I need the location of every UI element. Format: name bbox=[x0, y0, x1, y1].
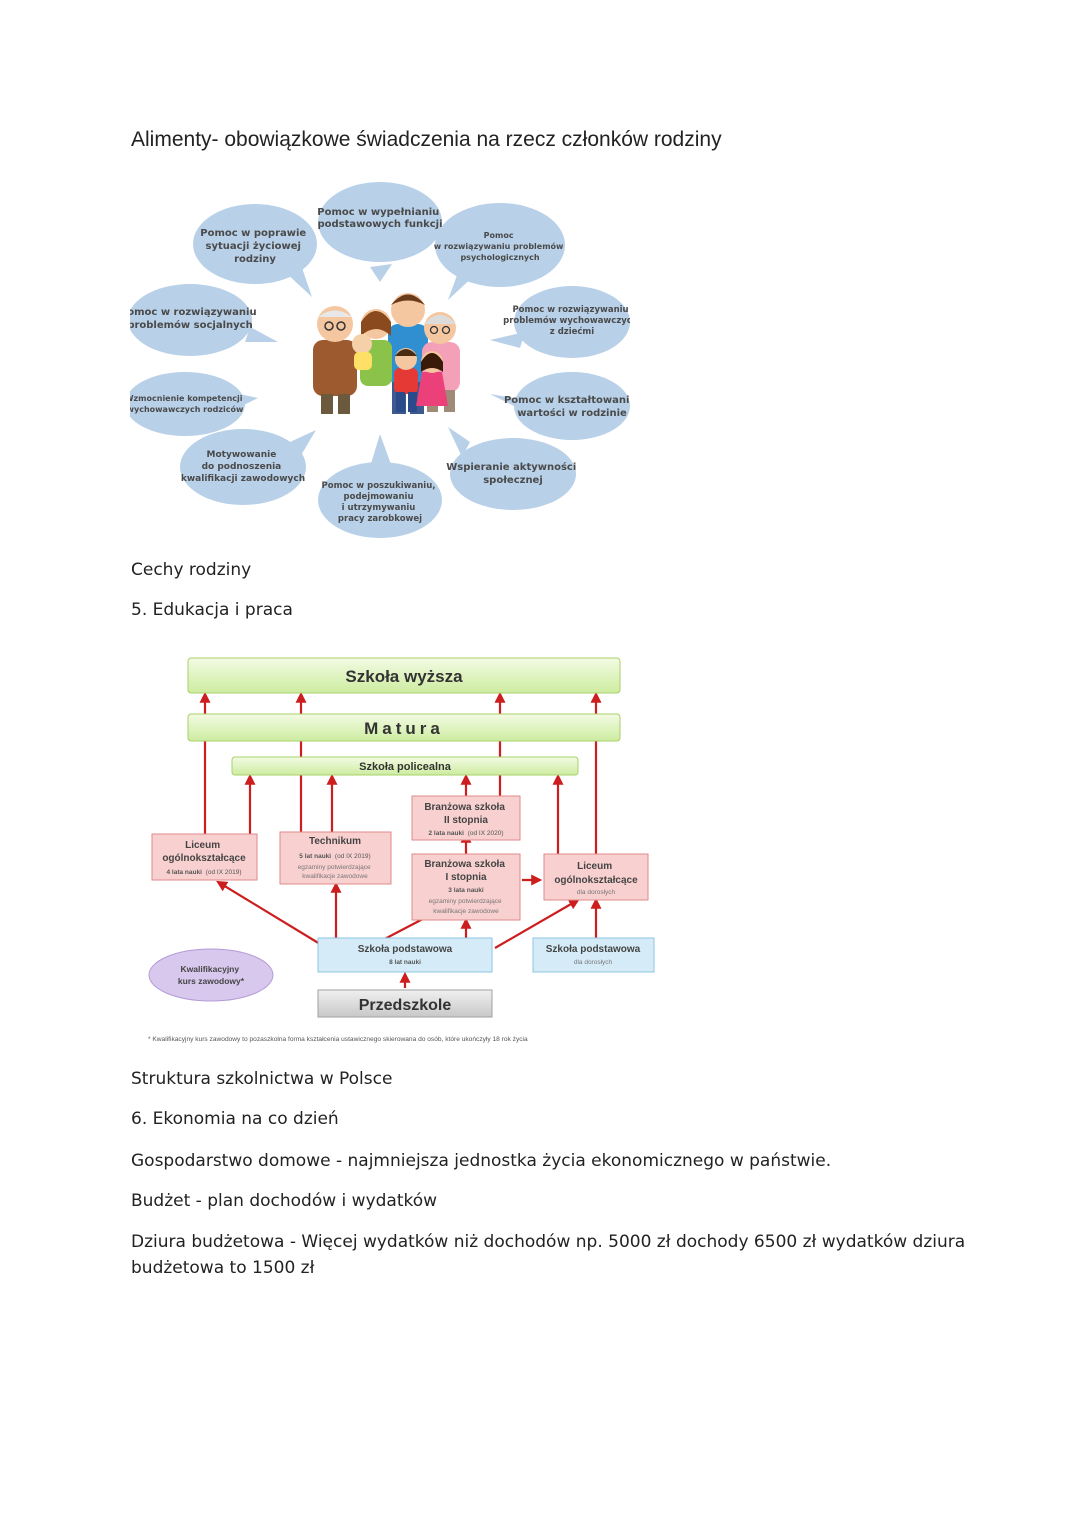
label-szkola-policealna: Szkoła policealna bbox=[359, 761, 452, 773]
label-szkola-wyzsza: Szkoła wyższa bbox=[345, 667, 463, 686]
page-heading: Alimenty- obowiązkowe świadczenia na rze… bbox=[131, 128, 722, 152]
box-szkola-podstawowa-dorosli: Szkoła podstawowa dla dorosłych bbox=[533, 938, 654, 972]
bubble-3-line-0: Pomoc w kształtowaniu bbox=[504, 395, 630, 406]
definition-gospodarstwo: Gospodarstwo domowe - najmniejsza jednos… bbox=[131, 1148, 831, 1174]
box-matura: Matura bbox=[188, 714, 620, 741]
bubble-7-line-0: Wzmocnienie kompetencji bbox=[130, 394, 243, 403]
bubble-5-line-1: podejmowaniu bbox=[344, 492, 414, 502]
bubble-4-line-1: społecznej bbox=[483, 475, 543, 486]
technikum-sub-light: (od IX 2019) bbox=[335, 853, 371, 860]
podstawowa-dorosli-sub: dla dorosłych bbox=[574, 959, 613, 966]
box-przedszkole: Przedszkole bbox=[318, 990, 492, 1017]
bubble-2-line-2: z dziećmi bbox=[550, 326, 595, 337]
bubble-4-line-0: Wspieranie aktywności bbox=[446, 461, 576, 473]
branzowa-i-line-4: kwalifikacje zawodowe bbox=[433, 908, 499, 915]
family-support-diagram: Pomoc w wypełnianiu podstawowych funkcji… bbox=[130, 172, 630, 542]
liceum-title-1: Liceum bbox=[185, 840, 220, 851]
bubble-1-line-2: psychologicznych bbox=[460, 253, 539, 262]
svg-text:5 lat nauki (od IX 2019): 5 lat nauki (od IX 2019) bbox=[299, 853, 370, 860]
bubble-8-line-0: Pomoc w rozwiązywaniu bbox=[130, 307, 257, 318]
branzowa-i-line-3: egzaminy potwierdzające bbox=[429, 898, 502, 905]
kurs-line-1: Kwalifikacyjny bbox=[181, 964, 240, 974]
definition-budzet: Budżet - plan dochodów i wydatków bbox=[131, 1188, 437, 1214]
branzowa-ii-sub-light: (od IX 2020) bbox=[468, 830, 504, 837]
box-liceum-dorosli: Liceum ogólnokształcące dla dorosłych bbox=[544, 854, 648, 900]
bubble-6-line-0: Motywowanie bbox=[207, 450, 277, 460]
bubble-8-line-1: problemów socjalnych bbox=[130, 319, 253, 331]
liceum-sub-bold: 4 lata nauki bbox=[167, 869, 203, 876]
box-liceum: Liceum ogólnokształcące 4 lata nauki (od… bbox=[152, 834, 257, 880]
bubble-9-line-2: rodziny bbox=[234, 254, 276, 265]
bubble-6-line-1: do podnoszenia bbox=[202, 462, 282, 472]
branzowa-ii-title-1: Branżowa szkoła bbox=[424, 802, 505, 813]
branzowa-ii-sub-bold: 2 lata nauki bbox=[429, 830, 465, 837]
bubble-0-line-0: Pomoc w wypełnianiu bbox=[317, 207, 439, 218]
svg-text:Pomoc w wypełnianiu pods: Pomoc w wypełnianiu podstawowych funkcji bbox=[317, 207, 442, 230]
liceum-dorosli-title-1: Liceum bbox=[577, 861, 612, 872]
definition-dziura-line-1: Dziura budżetowa - Więcej wydatków niż d… bbox=[131, 1229, 965, 1255]
box-szkola-policealna: Szkoła policealna bbox=[232, 757, 578, 775]
label-przedszkole: Przedszkole bbox=[359, 997, 452, 1014]
branzowa-i-title-2: I stopnia bbox=[445, 872, 487, 883]
branzowa-ii-title-2: II stopnia bbox=[444, 815, 488, 826]
technikum-line-4: kwalifikacje zawodowe bbox=[302, 873, 368, 880]
liceum-sub-light: (od IX 2019) bbox=[206, 869, 242, 876]
section-5-heading: 5. Edukacja i praca bbox=[131, 597, 293, 623]
box-branzowa-i: Branżowa szkoła I stopnia 3 lata nauki e… bbox=[412, 854, 520, 920]
podstawowa-title: Szkoła podstawowa bbox=[358, 944, 453, 955]
podstawowa-sub: 8 lat nauki bbox=[389, 959, 421, 966]
kurs-line-2: kurs zawodowy* bbox=[178, 976, 245, 986]
bubble-0-line-1: podstawowych funkcji bbox=[317, 219, 442, 230]
bubble-1-line-0: Pomoc bbox=[484, 231, 514, 240]
bubble-3-line-1: wartości w rodzinie bbox=[517, 407, 627, 419]
box-technikum: Technikum 5 lat nauki (od IX 2019) egzam… bbox=[280, 832, 391, 884]
diagram-footnote: * Kwalifikacyjny kurs zawodowy to pozasz… bbox=[148, 1036, 528, 1043]
label-matura: Matura bbox=[364, 719, 444, 738]
definition-dziura-line-2: budżetowa to 1500 zł bbox=[131, 1255, 314, 1281]
ellipse-kurs-zawodowy: Kwalifikacyjny kurs zawodowy* bbox=[149, 949, 273, 1001]
liceum-dorosli-sub: dla dorosłych bbox=[577, 889, 616, 896]
school-structure-diagram: Szkoła wyższa Matura Szkoła policealna L… bbox=[130, 648, 670, 1050]
bubble-1-line-1: w rozwiązywaniu problemów bbox=[434, 241, 564, 251]
bubble-2-line-1: problemów wychowawczych bbox=[503, 315, 630, 326]
bubble-2-line-0: Pomoc w rozwiązywaniu bbox=[512, 305, 628, 315]
liceum-dorosli-title-2: ogólnokształcące bbox=[554, 875, 638, 886]
bubble-7-line-1: wychowawczych rodziców bbox=[130, 404, 244, 414]
section-6-heading: 6. Ekonomia na co dzień bbox=[131, 1106, 339, 1132]
bubble-9-line-1: sytuacji życiowej bbox=[206, 241, 301, 252]
bubble-5-line-2: i utrzymywaniu bbox=[342, 503, 416, 513]
technikum-sub-bold: 5 lat nauki bbox=[299, 853, 331, 860]
branzowa-i-title-1: Branżowa szkoła bbox=[424, 859, 505, 870]
bubble-5-line-0: Pomoc w poszukiwaniu, bbox=[322, 481, 436, 491]
box-branzowa-ii: Branżowa szkoła II stopnia 2 lata nauki … bbox=[412, 796, 520, 840]
technikum-line-3: egzaminy potwierdzające bbox=[298, 864, 371, 871]
technikum-title: Technikum bbox=[309, 836, 361, 847]
bubble-5-line-3: pracy zarobkowej bbox=[338, 514, 422, 524]
liceum-title-2: ogólnokształcące bbox=[162, 853, 246, 864]
caption-school: Struktura szkolnictwa w Polsce bbox=[131, 1066, 392, 1092]
branzowa-i-sub-bold: 3 lata nauki bbox=[448, 887, 484, 894]
caption-family: Cechy rodziny bbox=[131, 557, 251, 583]
box-szkola-wyzsza: Szkoła wyższa bbox=[188, 658, 620, 693]
bubble-9-line-0: Pomoc w poprawie bbox=[200, 228, 306, 239]
podstawowa-dorosli-title: Szkoła podstawowa bbox=[546, 944, 641, 955]
box-szkola-podstawowa: Szkoła podstawowa 8 lat nauki bbox=[318, 938, 492, 972]
bubble-6-line-2: kwalifikacji zawodowych bbox=[181, 474, 305, 484]
